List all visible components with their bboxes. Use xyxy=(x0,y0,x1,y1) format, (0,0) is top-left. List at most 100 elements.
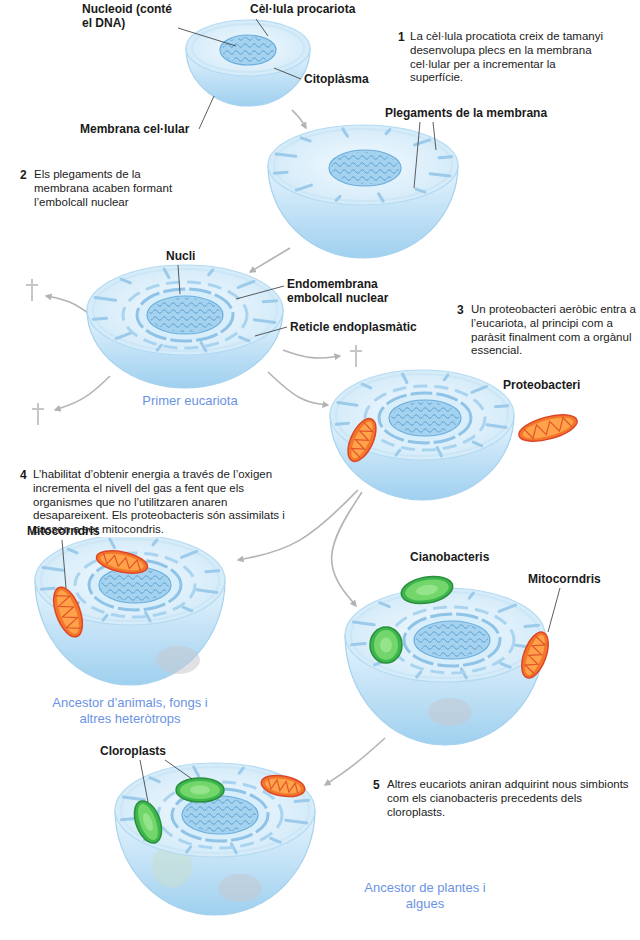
membrane-fold xyxy=(123,797,144,800)
cell-caption: Primer eucariota xyxy=(110,393,270,409)
membrane-fold xyxy=(402,374,406,382)
callout-number: 1 xyxy=(398,30,405,44)
membrane-fold xyxy=(197,590,217,593)
flow-arrow xyxy=(292,110,306,128)
membrane-fold xyxy=(396,450,400,455)
cell-illustration xyxy=(186,20,310,106)
membrane-fold xyxy=(437,447,441,455)
endoplasmic-reticulum xyxy=(75,553,195,617)
dagger-symbol xyxy=(32,403,44,425)
mitochondrion xyxy=(342,415,381,466)
membrane-fold xyxy=(439,155,452,159)
leader-line xyxy=(236,286,284,299)
cell-face xyxy=(87,265,283,355)
mitochondrion xyxy=(516,629,553,682)
dagger-symbol xyxy=(26,279,38,301)
membrane-fold xyxy=(238,281,254,287)
leader-line xyxy=(256,19,268,36)
membrane-fold xyxy=(380,603,390,607)
membrane-fold xyxy=(95,298,116,301)
membrane-fold xyxy=(146,612,151,620)
membrane-fold xyxy=(501,663,511,667)
cell-face xyxy=(186,20,310,76)
cell-illustration xyxy=(345,573,554,745)
part-label: Cèl·lula procariota xyxy=(250,2,355,16)
mitochondrion xyxy=(94,547,149,577)
membrane-fold xyxy=(379,194,384,201)
cell-rim xyxy=(274,129,452,201)
membrane-fold xyxy=(43,568,63,571)
membrane-fold xyxy=(41,588,54,589)
membrane-fold xyxy=(274,171,287,175)
nucleus xyxy=(147,296,223,334)
membrane-fold xyxy=(68,549,77,553)
vacuole xyxy=(156,646,200,674)
cell-illustration xyxy=(330,370,580,500)
membrane-fold xyxy=(93,318,106,319)
membrane-fold xyxy=(473,442,482,446)
membrane-fold xyxy=(472,386,487,392)
nucleus xyxy=(329,150,401,186)
step-text: La cèl·lula procatiota creix de tamanyi … xyxy=(410,30,610,85)
nuclear-envelope xyxy=(404,614,500,666)
nucleus xyxy=(389,400,461,436)
leader-line xyxy=(62,540,66,588)
cell-illustration xyxy=(87,265,283,388)
membrane-fold xyxy=(240,337,249,341)
part-label: Reticle endoplasmàtic xyxy=(290,320,417,334)
membrane-fold xyxy=(110,539,115,547)
callout-number: 4 xyxy=(20,468,27,482)
part-label: Cianobacteris xyxy=(410,550,489,564)
leader-lines xyxy=(62,19,560,802)
endoplasmic-reticulum xyxy=(390,607,514,673)
membrane-fold xyxy=(182,551,197,557)
membrane-fold xyxy=(301,138,310,141)
dna-texture xyxy=(184,798,256,832)
part-label: Cloroplasts xyxy=(100,744,166,758)
dna-texture xyxy=(391,402,459,434)
membrane-fold xyxy=(206,571,219,572)
part-label: Mitocorndris xyxy=(528,572,601,586)
part-label: Plegaments de la membrana xyxy=(385,106,547,120)
mitochondrion xyxy=(516,410,580,447)
membrane-fold xyxy=(276,154,296,156)
membrane-fold xyxy=(416,189,425,192)
membrane-fold xyxy=(187,847,191,852)
callout-number: 3 xyxy=(457,303,464,317)
endoplasmic-reticulum xyxy=(123,282,247,348)
membrane-fold xyxy=(338,403,357,406)
membrane-fold xyxy=(296,185,311,190)
cell-rim xyxy=(192,24,304,72)
leader-line xyxy=(548,588,560,632)
membrane-fold xyxy=(430,174,450,176)
leader-line xyxy=(433,122,436,150)
endoplasmic-reticulum xyxy=(365,386,485,450)
membrane-fold xyxy=(254,320,275,323)
chloroplast xyxy=(370,627,402,663)
membrane-fold xyxy=(496,406,508,407)
leader-line xyxy=(165,760,192,779)
membrane-fold xyxy=(201,342,206,350)
flow-arrow xyxy=(250,248,290,272)
part-label: Nucleoid (conté el DNA) xyxy=(82,2,174,31)
dna-texture xyxy=(149,298,221,332)
membrane-fold xyxy=(417,672,421,677)
cell-rim xyxy=(351,592,539,678)
membrane-fold xyxy=(295,800,309,801)
chloroplast xyxy=(176,778,224,802)
membrane-fold xyxy=(499,605,515,611)
chloroplast xyxy=(399,573,455,608)
vacuole xyxy=(218,874,262,902)
nuclear-envelope xyxy=(379,393,471,443)
dagger-symbol xyxy=(350,345,362,367)
step-text: Els plegaments de la membrana acaben for… xyxy=(34,168,194,209)
part-label: Citoplàsma xyxy=(304,72,369,86)
membrane-fold xyxy=(121,819,135,820)
membrane-fold xyxy=(286,820,307,823)
cell-illustration xyxy=(35,535,225,685)
leader-line xyxy=(199,96,214,129)
membrane-fold xyxy=(336,196,340,200)
chloroplast xyxy=(129,797,167,847)
membrane-fold xyxy=(336,423,348,424)
